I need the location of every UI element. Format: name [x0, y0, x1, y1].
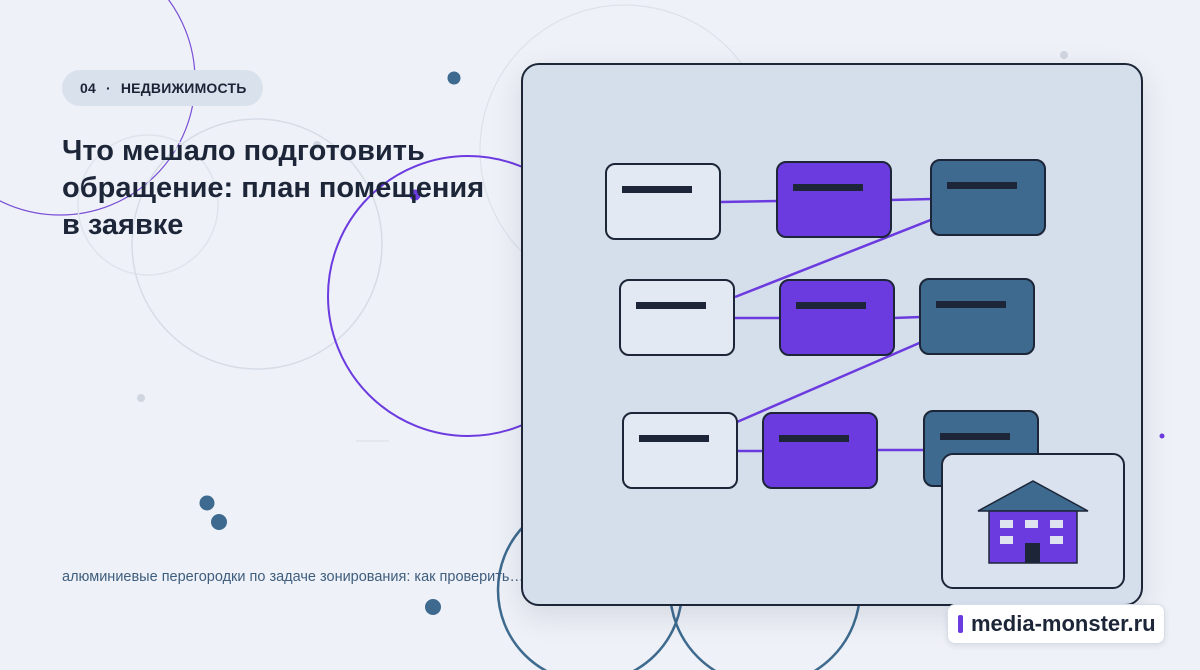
connector-r2b	[892, 315, 922, 320]
deco-dot-3	[313, 141, 321, 149]
text-bar	[622, 186, 692, 193]
tag-separator: ·	[105, 80, 111, 96]
connector-r1b	[889, 197, 933, 202]
building-door	[1025, 543, 1040, 563]
building-window	[1000, 520, 1013, 528]
node-row-1	[605, 159, 1046, 240]
node-row-2	[619, 278, 1035, 356]
building-icon	[977, 480, 1089, 564]
deco-dot-6	[211, 514, 227, 530]
node-r2-c1	[619, 279, 735, 356]
text-bar	[796, 302, 866, 309]
text-bar	[947, 182, 1017, 189]
text-bar	[779, 435, 849, 442]
deco-dot-2	[409, 189, 421, 201]
building-window	[1050, 520, 1063, 528]
page-title: Что мешало подготовить обращение: план п…	[62, 135, 485, 241]
brand-badge[interactable]: media-monster.ru	[947, 604, 1165, 644]
deco-circle-gray-2	[131, 118, 383, 370]
category-tag: 04 · НЕДВИЖИМОСТЬ	[62, 70, 263, 106]
text-bar	[793, 184, 863, 191]
deco-circle-gray-1	[77, 134, 219, 276]
node-r3-c1	[622, 412, 738, 489]
text-bar	[936, 301, 1006, 308]
node-text-bars	[622, 182, 1017, 442]
flow-diagram-panel	[521, 63, 1143, 606]
node-r1-c1	[605, 163, 721, 240]
deco-dot-1	[447, 71, 461, 85]
building-card	[941, 453, 1125, 589]
building-window	[1025, 520, 1038, 528]
node-r3-c2	[762, 412, 878, 489]
brand-accent-bar	[958, 615, 963, 633]
text-bar	[940, 433, 1010, 440]
deco-dot-9	[1159, 433, 1165, 439]
building-window	[1050, 536, 1063, 544]
subtitle: алюминиевые перегородки по задаче зониро…	[62, 569, 524, 585]
text-bar	[636, 302, 706, 309]
flow-diagram	[605, 159, 1046, 489]
deco-dot-7	[425, 599, 441, 615]
building-roof	[977, 480, 1089, 512]
deco-dot-5	[199, 495, 215, 511]
building-window	[1000, 536, 1013, 544]
tag-number: 04	[80, 80, 96, 96]
node-r1-c3	[930, 159, 1046, 236]
node-r2-c3	[919, 278, 1035, 355]
node-r2-c2	[779, 279, 895, 356]
deco-dot-8	[1060, 51, 1068, 59]
tag-label: НЕДВИЖИМОСТЬ	[120, 80, 247, 96]
text-bar	[639, 435, 709, 442]
node-r1-c2	[776, 161, 892, 238]
brand-text: media-monster.ru	[971, 611, 1156, 636]
deco-dot-4	[137, 394, 145, 402]
